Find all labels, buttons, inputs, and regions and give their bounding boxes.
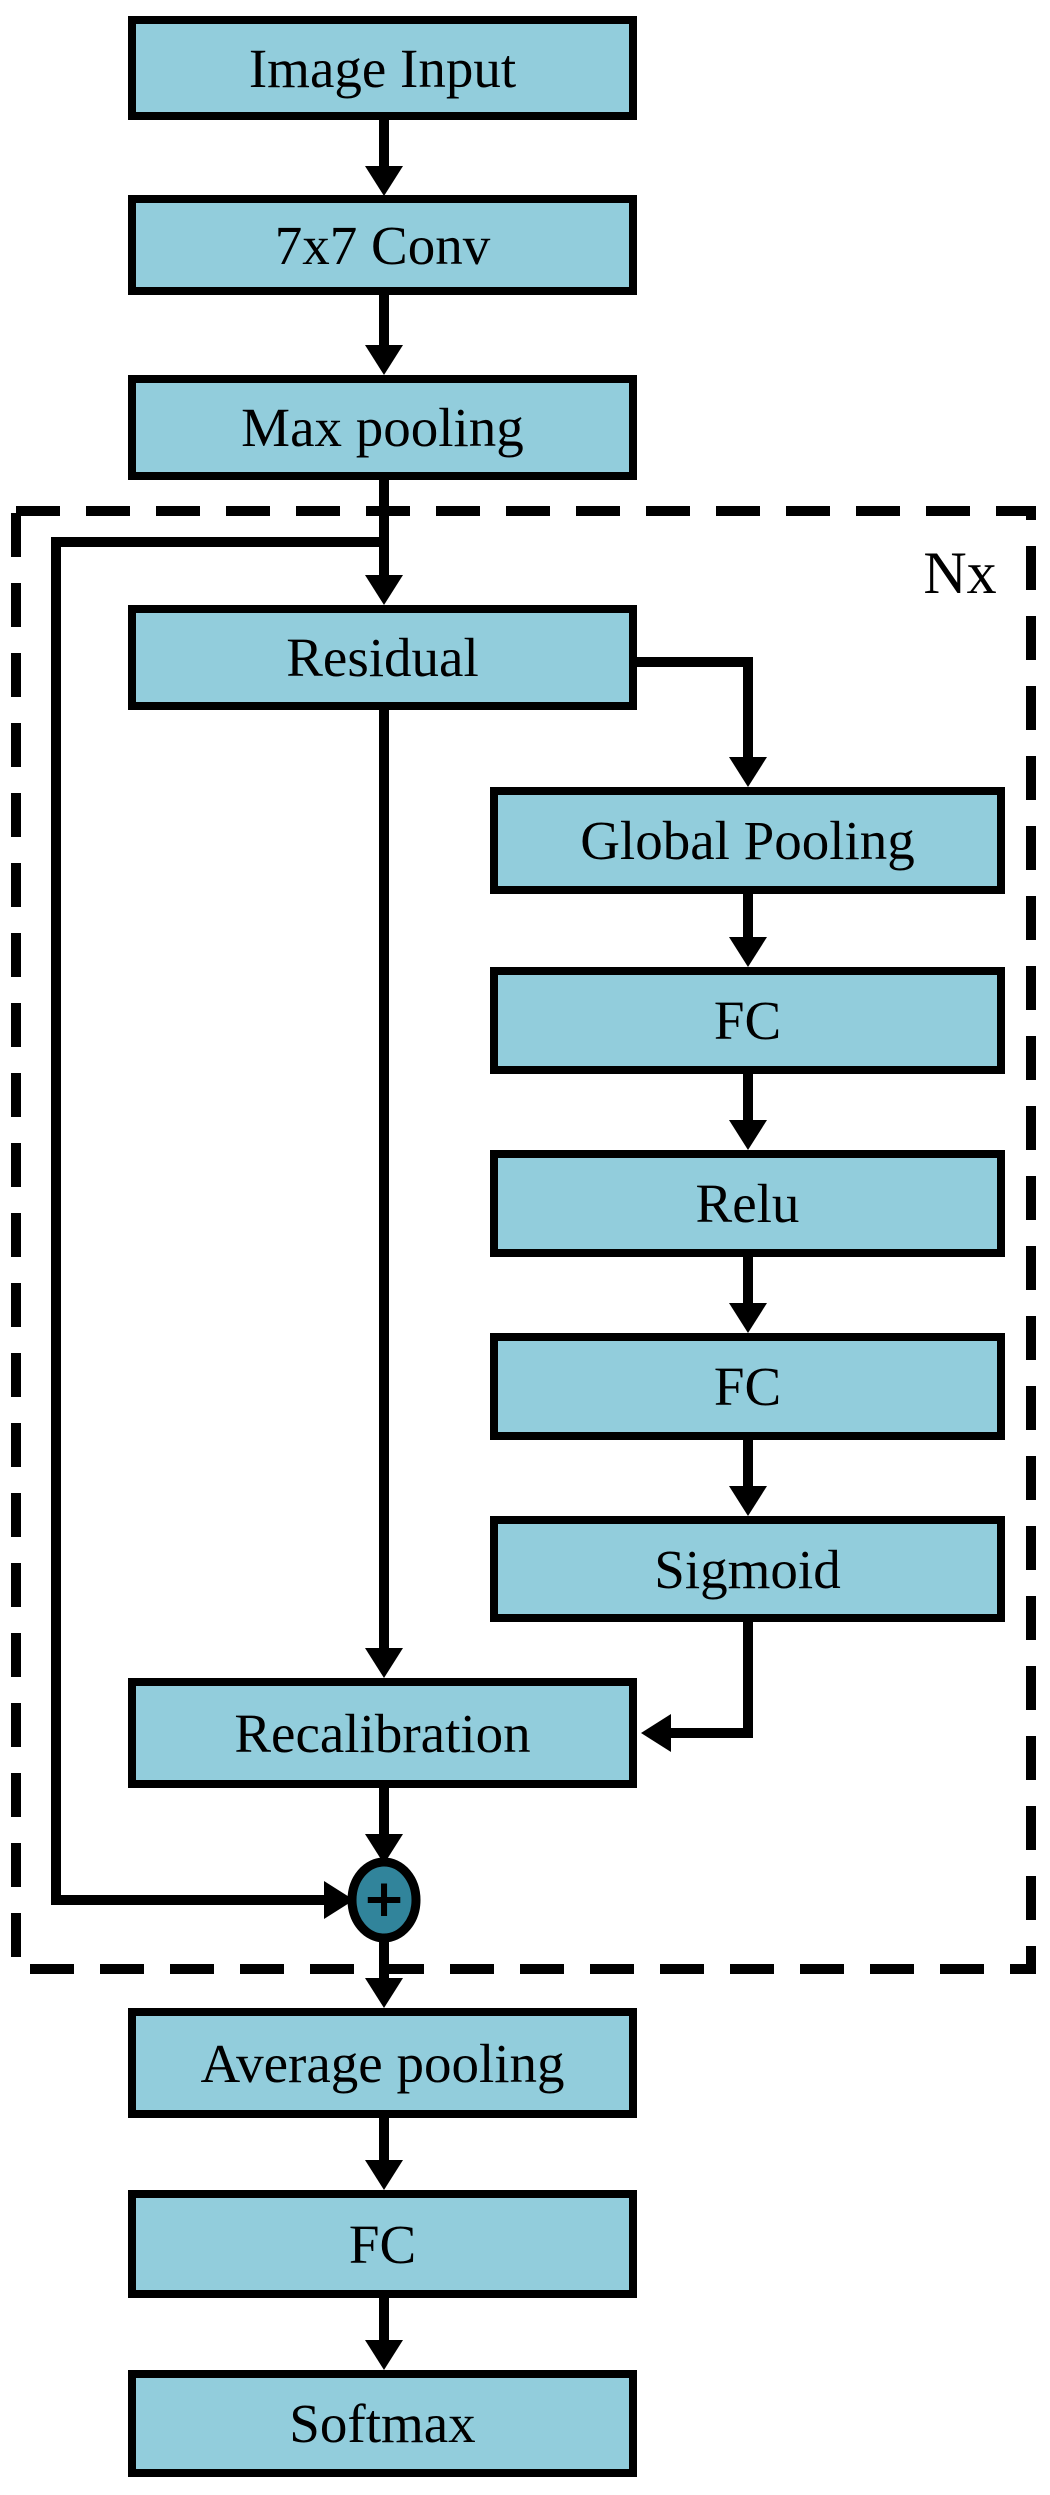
edge-residual-globalpool-arrowhead — [729, 757, 767, 787]
edge-relu-fc-arrowhead — [729, 1303, 767, 1333]
edge-residual-recal-arrowhead — [365, 1648, 403, 1678]
node-residual: Residual — [128, 605, 637, 710]
edge-add-avgpool-arrowhead — [365, 1978, 403, 2008]
nx-repeat-label: Nx — [923, 539, 997, 606]
edge-fc-relu-arrowhead — [729, 1120, 767, 1150]
edge-fc-sigmoid-arrowhead — [729, 1486, 767, 1516]
edge-globalpool-fc-arrowhead — [729, 937, 767, 967]
edge-sigmoid-recal-arrowhead — [641, 1714, 671, 1752]
skip-connection-arrowhead — [324, 1881, 354, 1919]
node-relu: Relu — [490, 1150, 1005, 1257]
edge-imageinput-conv-arrowhead — [365, 166, 403, 196]
node-7x7-conv: 7x7 Conv — [128, 195, 637, 295]
node-softmax: Softmax — [128, 2370, 637, 2477]
add-node-plus-sign: + — [362, 1869, 406, 1929]
node-sigmoid: Sigmoid — [490, 1516, 1005, 1622]
node-image-input: Image Input — [128, 16, 637, 120]
edge-conv-maxpool-arrowhead — [365, 345, 403, 375]
nx-block-dashed-border — [11, 506, 1036, 1974]
node-recalibration: Recalibration — [128, 1678, 637, 1788]
node-global-pooling: Global Pooling — [490, 787, 1005, 894]
edge-fc-softmax-arrowhead — [365, 2340, 403, 2370]
edge-recal-add-arrowhead — [365, 1834, 403, 1864]
node-average-pooling: Average pooling — [128, 2008, 637, 2118]
node-fc-head: FC — [128, 2190, 637, 2298]
edge-avgpool-fc-arrowhead — [365, 2160, 403, 2190]
node-max-pooling: Max pooling — [128, 375, 637, 480]
edge-maxpool-residual-arrowhead — [365, 575, 403, 605]
node-fc-se-2: FC — [490, 1333, 1005, 1440]
node-fc-se-1: FC — [490, 967, 1005, 1074]
